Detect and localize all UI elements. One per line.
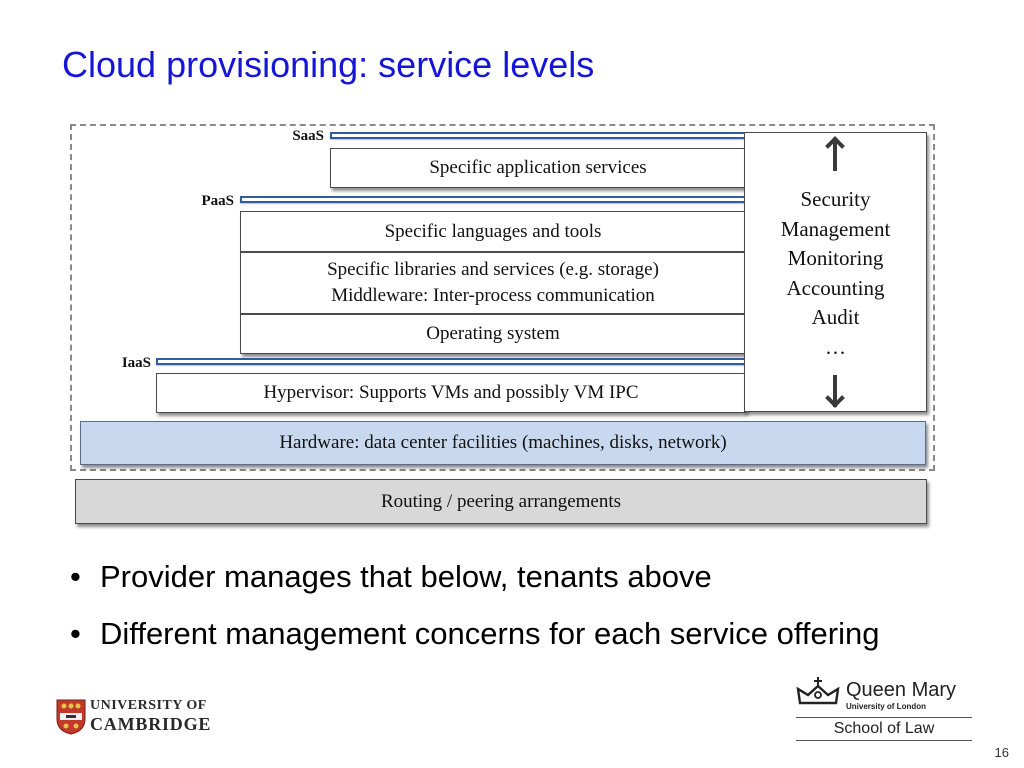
concern-item: Security <box>800 187 871 211</box>
cambridge-crest-icon <box>56 699 86 735</box>
languages-tools-box: Specific languages and tools <box>240 211 746 252</box>
bullet-text: Provider manages that below, tenants abo… <box>100 559 712 594</box>
cambridge-line1: UNIVERSITY OF <box>90 698 207 713</box>
bullet-dot-icon: • <box>70 616 81 651</box>
cambridge-line2: CAMBRIDGE <box>90 714 212 734</box>
arrow-up-icon <box>833 139 837 171</box>
concerns-list: Security Management Monitoring Accountin… <box>745 185 926 362</box>
management-concerns-box: Security Management Monitoring Accountin… <box>744 132 927 412</box>
hypervisor-box: Hypervisor: Supports VMs and possibly VM… <box>156 373 746 413</box>
page-number: 16 <box>994 745 1009 760</box>
qm-school: School of Law <box>833 720 935 737</box>
hardware-layer: Hardware: data center facilities (machin… <box>80 421 926 465</box>
provider-boundary-frame <box>70 124 935 471</box>
concern-item: Accounting <box>786 275 885 300</box>
operating-system-box: Operating system <box>240 314 746 354</box>
app-services-box: Specific application services <box>330 148 746 188</box>
concern-item: … <box>825 334 846 359</box>
slide-title: Cloud provisioning: service levels <box>62 44 595 85</box>
arrow-up-head-icon <box>825 136 845 156</box>
level-label-saas: SaaS <box>292 128 324 144</box>
bullet-item: • Different management concerns for each… <box>70 616 970 692</box>
qm-divider-bottom <box>796 740 972 741</box>
saas-level-bar <box>330 132 746 139</box>
bullet-dot-icon: • <box>70 559 81 594</box>
bullet-text: Different management concerns for each s… <box>100 616 880 651</box>
crown-icon <box>796 677 840 705</box>
concern-item: Monitoring <box>787 246 884 270</box>
qm-name: Queen Mary <box>846 679 957 701</box>
level-label-iaas: IaaS <box>121 355 151 371</box>
iaas-level-bar <box>156 358 746 365</box>
routing-layer: Routing / peering arrangements <box>75 479 927 524</box>
arrow-down-icon <box>833 375 837 407</box>
level-label-paas: PaaS <box>201 193 234 209</box>
qm-divider-top <box>796 717 972 718</box>
arrow-down-head-icon <box>825 388 845 408</box>
concern-item: Audit <box>811 305 860 329</box>
qm-subtitle: University of London <box>846 702 926 711</box>
libraries-line: Specific libraries and services (e.g. st… <box>327 259 659 280</box>
bullet-item: • Provider manages that below, tenants a… <box>70 559 970 595</box>
middleware-line: Middleware: Inter-process communication <box>331 285 655 306</box>
cambridge-wordmark: UNIVERSITY OF CAMBRIDGE <box>90 697 211 733</box>
queen-mary-logo: Queen Mary University of London School o… <box>796 673 972 743</box>
libraries-middleware-box: Specific libraries and services (e.g. st… <box>240 252 746 314</box>
paas-level-bar <box>240 196 746 203</box>
concern-item: Management <box>780 216 891 241</box>
